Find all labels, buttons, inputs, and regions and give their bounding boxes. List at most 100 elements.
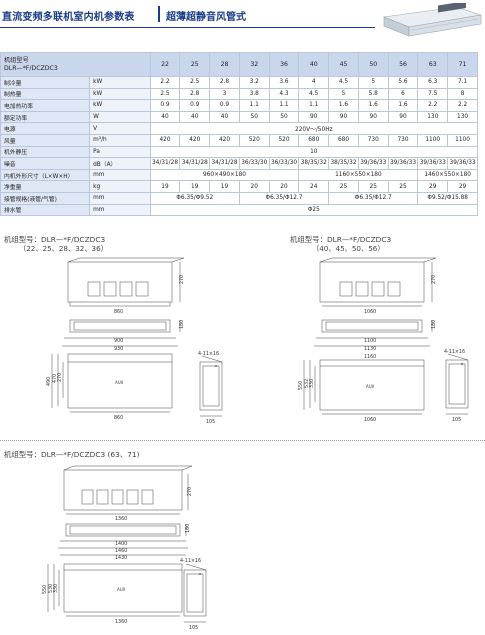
top-view [319,257,437,307]
top-view [67,257,185,307]
spec-value-cell: 130 [447,110,478,124]
dim-bottom-height-b: 530 [48,584,54,593]
spec-value-cell: 34/31/28 [209,157,240,170]
dim-front-a: 1100 [364,338,376,344]
spec-row-label: 噪音 [0,157,91,170]
dim-front-c: 1430 [115,555,127,561]
side-view [183,563,207,623]
spec-value-cell: 5.6 [387,76,419,89]
model-label-cn: 机组型号 [4,56,29,64]
spec-value-cell: 20 [238,180,270,193]
spec-value-cell: 730 [357,133,389,147]
spec-value-cell: 420 [149,133,181,147]
spec-value-cell: 6 [387,87,419,101]
spec-value-cell: 960×490×180 [149,168,300,182]
spec-value-cell: 19 [209,180,240,193]
spec-value-cell: 5.8 [357,87,389,101]
spec-value-cell: 20 [268,180,300,193]
side-view [199,355,223,417]
spec-value-cell: 25 [357,180,389,193]
spec-value-cell: 10 [149,145,479,159]
spec-row-label: 制热量 [0,87,91,101]
spec-value-cell: 2.8 [179,87,211,101]
dim-bottom-height-c: 330 [309,379,315,388]
spec-value-cell: 7.5 [417,87,449,101]
drawing-2-title: 机组型号：DLR—*F/DCZDC3 [290,235,392,244]
spec-value-cell: 29 [447,180,478,193]
model-header-cell: 40 [298,52,330,77]
spec-value-cell: 29 [417,180,449,193]
spec-row-unit: W [89,110,151,124]
spec-value-cell: 1.1 [298,99,330,112]
spec-value-cell: 2.2 [149,76,181,89]
spec-value-cell: Φ6.35/Φ12.7 [328,191,419,205]
spec-value-cell: 8 [447,87,478,101]
dim-top-height: 270 [179,275,185,284]
model-header-cell: 63 [417,52,449,77]
spec-value-cell: 39/36/33 [447,157,478,170]
spec-row-label: 电源 [0,122,91,135]
dim-bottom-height-c: 270 [57,373,63,382]
model-header-cell: 56 [387,52,419,77]
spec-value-cell: 19 [179,180,211,193]
spec-value-cell: 1.1 [268,99,300,112]
spec-value-cell: 36/33/30 [268,157,300,170]
spec-value-cell: 420 [179,133,211,147]
spec-value-cell: 4.5 [328,76,359,89]
dim-front-height: 180 [185,524,191,533]
spec-row-label: 风量 [0,133,91,147]
spec-row-unit: mm [89,191,151,205]
dim-bottom-width: 1360 [115,619,127,625]
dim-front-b: 1460 [115,548,127,554]
spec-row-label: 额定功率 [0,110,91,124]
spec-value-cell: 34/31/28 [179,157,211,170]
brand-mark: AUX [115,380,124,385]
model-header-cell: 45 [328,52,359,77]
spec-value-cell: 3.6 [268,76,300,89]
spec-value-cell: 4.5 [298,87,330,101]
spec-row-unit: dB（A） [89,157,151,170]
spec-value-cell: 680 [298,133,330,147]
spec-value-cell: 2.2 [447,99,478,112]
bottom-view [303,359,425,415]
spec-value-cell: 4 [298,76,330,89]
spec-value-cell: 1.6 [387,99,419,112]
spec-row-label: 电加热功率 [0,99,91,112]
dim-bottom-height-a: 490 [46,377,52,386]
model-header-cell: 22 [149,52,181,77]
spec-value-cell: 520 [268,133,300,147]
drawing-2-subtitle: （40、45、50、56） [312,244,385,253]
spec-row-label: 净重量 [0,180,91,193]
dim-front-b: 1130 [364,346,376,352]
spec-value-cell: 50 [238,110,270,124]
dim-top-height: 270 [431,275,437,284]
spec-row-label: 接管规格(液管/气管) [0,191,91,205]
model-label-code: DLR—*F/DCZDC3 [4,64,58,72]
spec-value-cell: 1.1 [238,99,270,112]
mount-hole-icon [461,363,463,365]
dim-side-width: 105 [189,625,198,631]
spec-value-cell: 36/33/30 [238,157,270,170]
dim-side-width: 105 [206,419,215,425]
spec-row-label: 排水管 [0,203,91,217]
spec-value-cell: 3.2 [238,76,270,89]
spec-value-cell: Φ6.35/Φ12.7 [238,191,330,205]
spec-value-cell: 680 [328,133,359,147]
spec-value-cell: Φ25 [149,203,479,217]
top-view [63,465,193,515]
dim-front-a: 1400 [115,541,127,547]
spec-value-cell: 38/35/32 [298,157,330,170]
spec-value-cell: 1.6 [328,99,359,112]
model-header-cell: 28 [209,52,240,77]
dim-hole: 4-11×16 [180,558,201,564]
spec-value-cell: 40 [149,110,181,124]
dim-hole: 4-11×16 [198,351,219,357]
dim-front-height: 180 [179,320,185,329]
spec-value-cell: 2.5 [179,76,211,89]
